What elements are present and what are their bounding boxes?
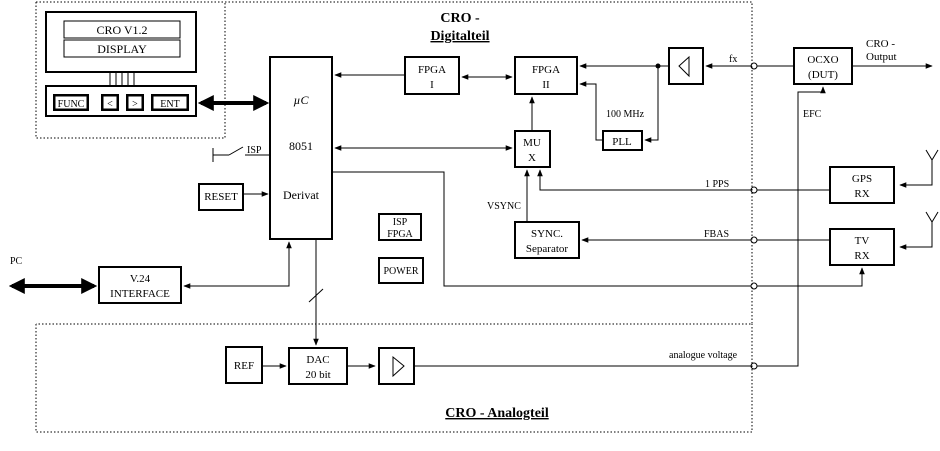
fx-connector <box>750 62 758 70</box>
sync-label-2: Separator <box>526 243 568 255</box>
tv-rx-block: TV RX <box>829 228 895 266</box>
isp-fpga-label-1: ISP <box>393 217 408 228</box>
reset-block: RESET <box>198 183 244 211</box>
pps-label: 1 PPS <box>705 179 729 190</box>
power-block: POWER <box>378 257 424 284</box>
fx-junction-dot <box>655 63 661 69</box>
digital-section-subtitle: Digitalteil <box>430 29 489 44</box>
digital-section-title: CRO - <box>440 11 480 26</box>
fpga2-label-1: FPGA <box>532 64 560 76</box>
dac-label-2: 20 bit <box>305 369 330 381</box>
tv-antenna-icon <box>899 211 939 250</box>
tv-control-to-tv <box>757 267 865 287</box>
analogue-voltage-label: analogue voltage <box>669 350 738 361</box>
fx-buffer-block <box>668 47 704 85</box>
v24-label-1: V.24 <box>130 273 151 285</box>
gps-rx-block: GPS RX <box>829 166 895 204</box>
fpga2-block: FPGA II <box>514 56 578 95</box>
analog-section-border <box>35 324 753 433</box>
mux-label-1: MU <box>523 137 541 149</box>
front-panel-border <box>35 2 226 139</box>
func-key-label: FUNC <box>58 99 85 110</box>
vsync-label: VSYNC <box>487 201 521 212</box>
lcd-line-1: CRO V1.2 <box>96 23 147 37</box>
cro-output-label-1: CRO - <box>866 38 895 50</box>
mcu-block: µC 8051 Derivat <box>269 56 333 240</box>
power-label: POWER <box>384 266 419 277</box>
mcu-label-uc: µC <box>294 93 310 107</box>
ent-key[interactable]: ENT <box>151 94 189 111</box>
left-key[interactable]: < <box>101 94 119 111</box>
isp-switch: ISP <box>212 145 270 162</box>
isp-label: ISP <box>247 145 262 156</box>
analog-buffer-block <box>378 347 415 385</box>
right-key[interactable]: > <box>126 94 144 111</box>
gps-antenna-icon <box>899 149 939 188</box>
dac-label-1: DAC <box>306 354 329 366</box>
pll-to-fpga2 <box>579 81 603 141</box>
fbas-connector <box>750 236 758 244</box>
reset-label: RESET <box>204 191 238 203</box>
pc-label: PC <box>10 256 23 267</box>
func-key[interactable]: FUNC <box>53 94 89 111</box>
fx-label: fx <box>729 54 737 65</box>
dac-block: DAC 20 bit <box>288 347 348 385</box>
v24-interface-block: V.24 INTERFACE <box>98 266 182 304</box>
ocxo-label-1: OCXO <box>807 54 838 66</box>
mcu-to-tv-control <box>332 171 751 287</box>
keypad: FUNC < > ENT <box>45 85 197 117</box>
gps-rx-label-2: RX <box>854 188 869 200</box>
efc-label: EFC <box>803 109 822 120</box>
fpga1-label-1: FPGA <box>418 64 446 76</box>
fbas-label: FBAS <box>704 229 729 240</box>
fpga1-block: FPGA I <box>404 56 460 95</box>
sync-label-1: SYNC. <box>531 228 563 240</box>
left-key-label: < <box>107 99 113 110</box>
isp-fpga-block: ISP FPGA <box>378 213 422 241</box>
mux-block: MU X <box>514 130 551 168</box>
tv-control-connector <box>750 282 758 290</box>
fpga1-label-2: I <box>430 79 434 91</box>
mcu-label-derivat: Derivat <box>283 188 320 202</box>
efc-line <box>757 86 826 367</box>
digital-section-border <box>36 1 753 325</box>
ref-label: REF <box>234 360 254 372</box>
fpga2-label-2: II <box>542 79 550 91</box>
lcd-line-2: DISPLAY <box>97 42 147 56</box>
pll-label: PLL <box>612 136 632 148</box>
right-key-label: > <box>132 99 138 110</box>
pps-to-mux <box>537 169 751 191</box>
ref-block: REF <box>225 346 263 384</box>
sync-separator-block: SYNC. Separator <box>514 221 580 259</box>
100mhz-label: 100 MHz <box>606 109 645 120</box>
analog-section-title: CRO - Analogteil <box>445 406 549 421</box>
gps-rx-label-1: GPS <box>852 173 872 185</box>
lcd-display: CRO V1.2 DISPLAY <box>45 11 197 86</box>
ocxo-label-2: (DUT) <box>808 69 838 81</box>
cro-output-label-2: Output <box>866 51 897 63</box>
mux-label-2: X <box>528 152 536 164</box>
ocxo-block: OCXO (DUT) <box>793 47 853 85</box>
tv-rx-label-1: TV <box>855 235 870 247</box>
v24-label-2: INTERFACE <box>110 288 170 300</box>
v24-mcu-link <box>183 241 292 289</box>
bus-slash <box>308 288 324 303</box>
isp-fpga-label-2: FPGA <box>387 229 413 240</box>
mcu-label-8051: 8051 <box>289 139 313 153</box>
tv-rx-label-2: RX <box>854 250 869 262</box>
ent-key-label: ENT <box>160 99 179 110</box>
fx-to-pll <box>644 66 659 143</box>
pll-block: PLL <box>602 130 643 151</box>
